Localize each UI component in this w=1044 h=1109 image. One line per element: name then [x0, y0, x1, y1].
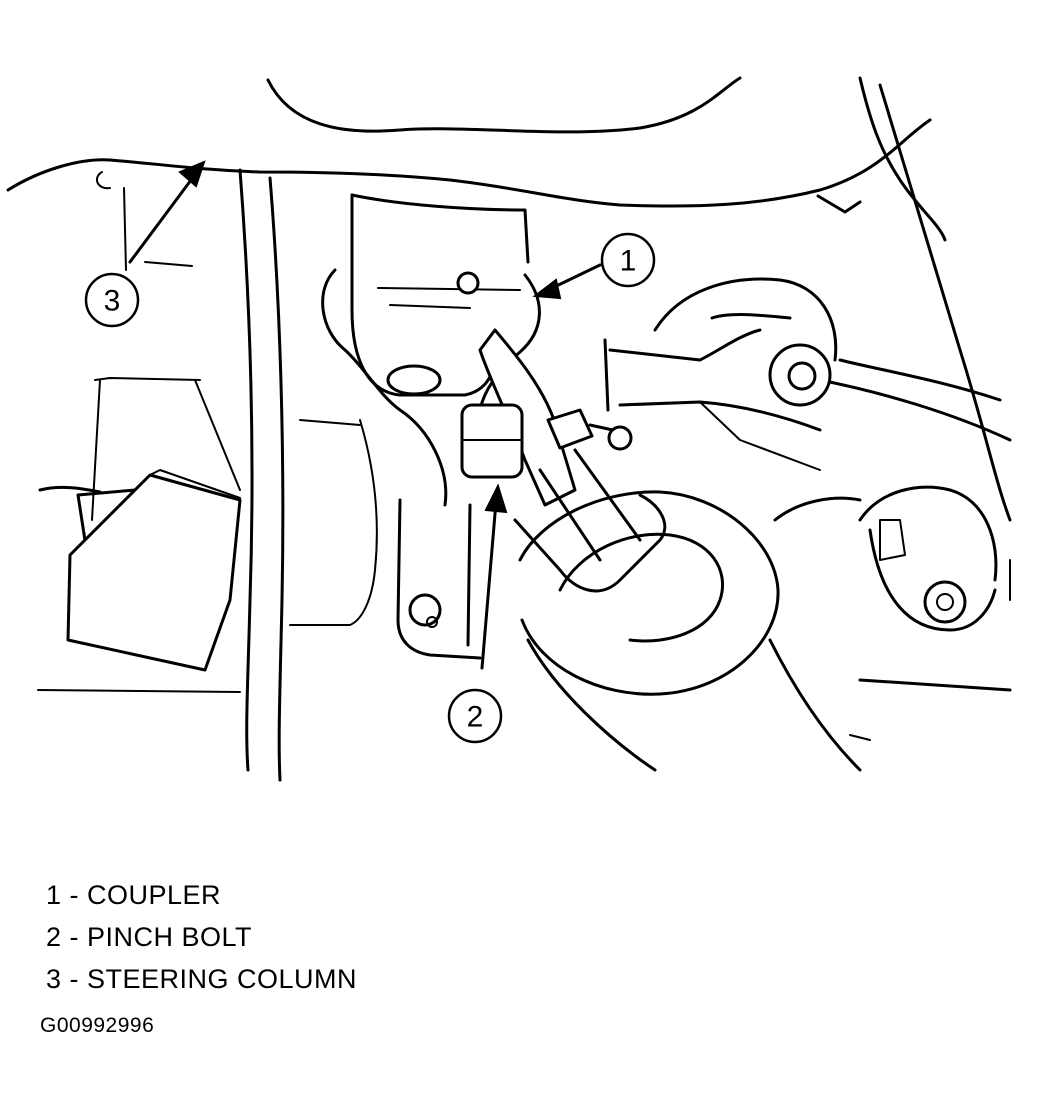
- steering-column-shroud: [6, 76, 947, 271]
- legend: 1 - COUPLER 2 - PINCH BOLT 3 - STEERING …: [46, 874, 357, 1000]
- legend-item-coupler: 1 - COUPLER: [46, 880, 222, 910]
- pinch-bolt: [546, 408, 633, 451]
- svg-text:2: 2: [467, 701, 484, 734]
- right-bracket: [773, 485, 998, 632]
- electrical-module: [38, 469, 242, 672]
- coupler: [321, 268, 577, 507]
- callout-arrows: [128, 160, 602, 670]
- panel-lines: [37, 168, 378, 782]
- callout-1: 1: [600, 232, 656, 288]
- coupler-pinch-bolt-illustration: 1 2 3: [6, 76, 1012, 782]
- legend-item-pinch-bolt: 2 - PINCH BOLT: [46, 922, 253, 952]
- steering-shaft-boot: [513, 448, 862, 772]
- svg-text:1: 1: [620, 245, 637, 278]
- lower-bracket: [396, 498, 482, 660]
- callout-3: 3: [84, 272, 140, 328]
- svg-text:3: 3: [104, 285, 121, 318]
- wiring-harness: [603, 277, 1012, 471]
- outer-panel: [849, 83, 1012, 741]
- figure-code: G00992996: [40, 1014, 155, 1037]
- legend-item-steering-column: 3 - STEERING COLUMN: [46, 964, 358, 994]
- callout-2: 2: [447, 688, 503, 744]
